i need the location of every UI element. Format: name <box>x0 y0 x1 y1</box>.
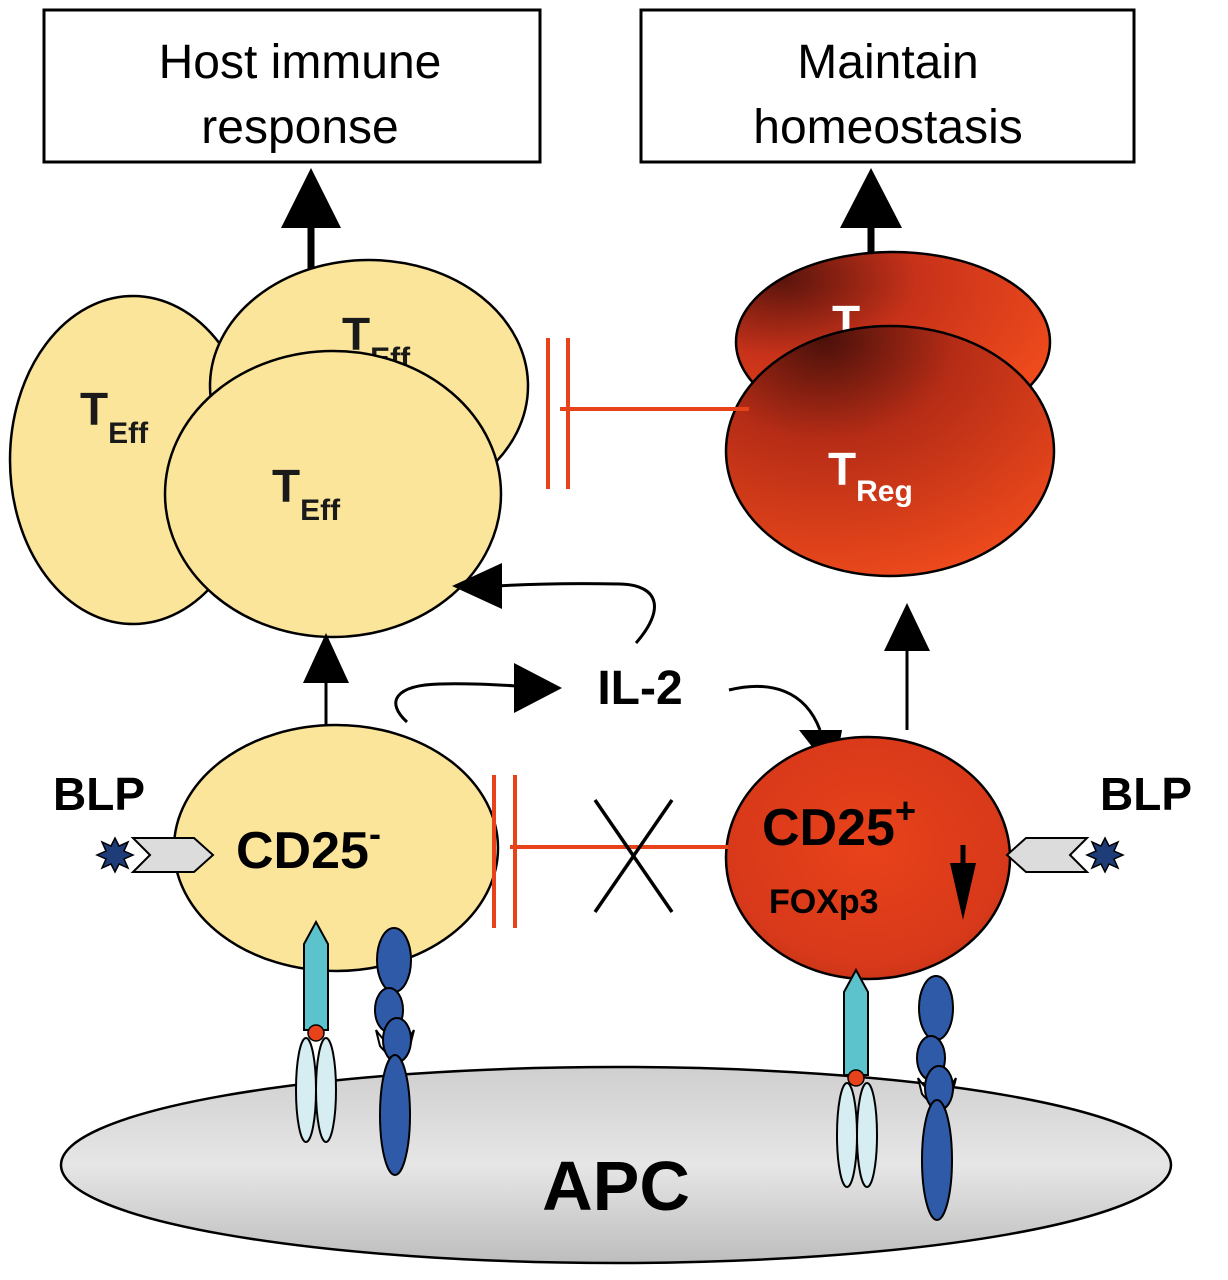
treg-cell-front: TReg <box>724 324 1056 578</box>
arrow-il2-to-teff <box>452 563 656 644</box>
tlr-receptor-right-icon <box>1005 837 1090 873</box>
blp-right: BLP <box>1005 768 1192 874</box>
blp-left-label: BLP <box>53 768 145 820</box>
treg-front-main: T <box>828 443 856 495</box>
svg-text:TReg: TReg <box>828 443 913 508</box>
blp-right-star-icon <box>1085 836 1125 874</box>
foxp3-label: FOXp3 <box>769 883 879 921</box>
maintain-homeostasis-line1: Maintain <box>797 36 978 89</box>
il2-label: IL-2 <box>597 662 682 715</box>
cd25pos-main: CD25 <box>762 799 895 857</box>
host-immune-response-box: Host immune response <box>42 8 542 164</box>
blp-right-label: BLP <box>1100 768 1192 820</box>
tcr-right-icon <box>836 967 878 1188</box>
teff-left-main: T <box>80 383 108 435</box>
mhc-right-icon <box>916 975 957 1221</box>
teff-front-main: T <box>272 460 300 512</box>
arrow-cd25neg-to-il2 <box>394 663 562 724</box>
teff-cell-front: TEff <box>163 349 503 639</box>
apc-cell: APC <box>59 1065 1173 1265</box>
treg-front-sub: Reg <box>856 475 913 508</box>
maintain-homeostasis-line2: homeostasis <box>753 101 1022 154</box>
arrow-teff-to-host-response <box>281 168 341 272</box>
blp-left-star-icon <box>95 836 135 874</box>
cd25neg-main: CD25 <box>236 822 369 880</box>
cd25-positive-cell: CD25+ FOXp3 <box>724 735 1012 981</box>
mhc-left-icon <box>374 927 415 1176</box>
cd25-negative-cell: CD25- <box>172 723 500 973</box>
tlr-receptor-left-icon <box>130 837 215 873</box>
arrow-cd25neg-to-teff <box>303 633 349 724</box>
inhibition-treg-to-teff <box>546 338 749 489</box>
svg-text:TEff: TEff <box>80 383 149 450</box>
host-immune-response-line2: response <box>201 101 398 154</box>
host-immune-response-line1: Host immune <box>159 36 442 89</box>
apc-label: APC <box>542 1147 690 1225</box>
block-cross-icon <box>593 799 674 913</box>
teff-left-sub: Eff <box>108 417 149 450</box>
cd25pos-sup: + <box>895 790 916 831</box>
maintain-homeostasis-box: Maintain homeostasis <box>639 8 1136 164</box>
foxp3-down-arrow-icon <box>950 845 976 920</box>
svg-text:CD25+: CD25+ <box>762 790 916 857</box>
arrow-cd25pos-to-treg <box>884 603 930 730</box>
cd25neg-sup: - <box>369 813 381 854</box>
blocked-inhibition-cd25pos-to-cd25neg <box>492 775 728 928</box>
teff-front-sub: Eff <box>300 494 341 527</box>
tcr-left-icon <box>295 919 337 1143</box>
svg-text:TEff: TEff <box>272 460 341 527</box>
blp-left: BLP <box>53 768 215 874</box>
svg-text:CD25-: CD25- <box>236 813 381 880</box>
arrow-treg-to-homeostasis <box>840 168 902 260</box>
